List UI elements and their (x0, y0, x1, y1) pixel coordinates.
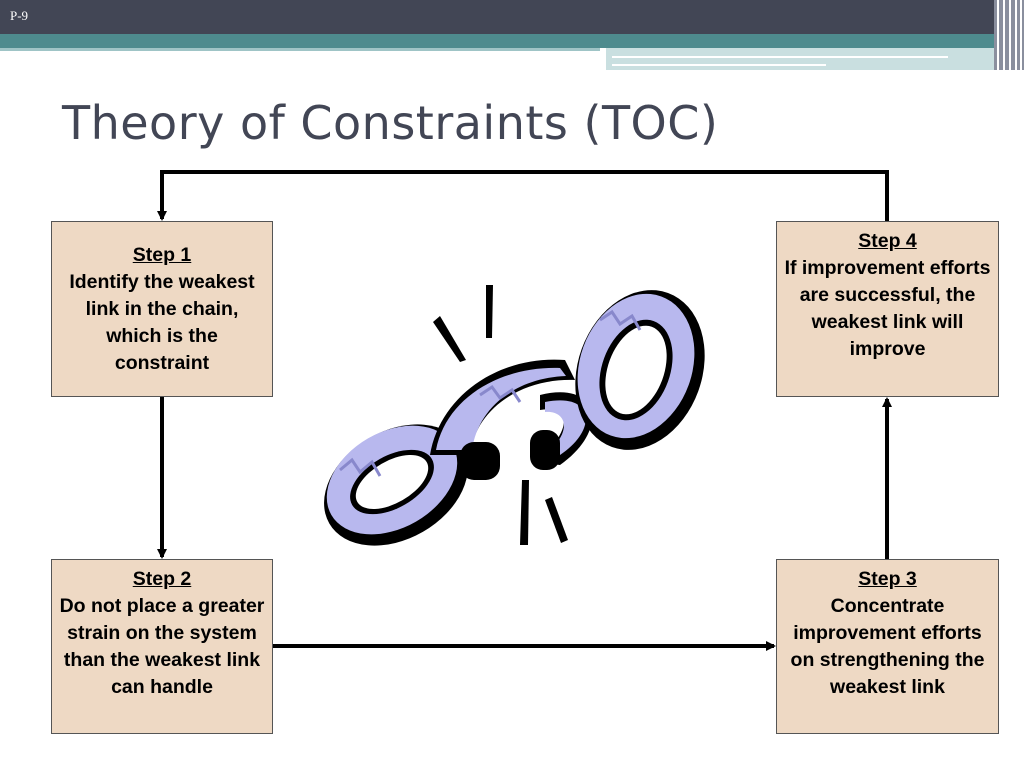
step-4-label: Step 4 (858, 230, 917, 252)
header-corner-stripes (994, 0, 1024, 70)
step-3-text: Concentrate improvement efforts on stren… (790, 595, 985, 698)
step-2-text: Do not place a greater strain on the sys… (59, 595, 265, 698)
step-3-label: Step 3 (858, 568, 917, 590)
step-1-label: Step 1 (132, 244, 192, 266)
slide-number: P-9 (10, 8, 29, 23)
step-1-text: Identify the weakest link in the chain, … (69, 271, 255, 374)
header-accent-stripe (612, 56, 948, 58)
header-accent-band (0, 34, 1000, 48)
step-2-box: Step 2 Do not place a greater strain on … (51, 559, 273, 734)
slide-title: Theory of Constraints (TOC) (62, 96, 719, 150)
step-2-label: Step 2 (132, 568, 192, 590)
arrow-step4-to-step1 (157, 170, 889, 221)
broken-chain-icon (324, 285, 705, 546)
step-3-box: Step 3 Concentrate improvement efforts o… (776, 559, 999, 734)
step-4-text: If improvement efforts are successful, t… (784, 257, 991, 360)
step-4-box: Step 4 If improvement efforts are succes… (776, 221, 999, 397)
header-bar (0, 0, 1024, 34)
header-accent-stripe (612, 64, 826, 66)
step-1-box: Step 1 Identify the weakest link in the … (51, 221, 273, 397)
header-accent-line (0, 48, 600, 51)
